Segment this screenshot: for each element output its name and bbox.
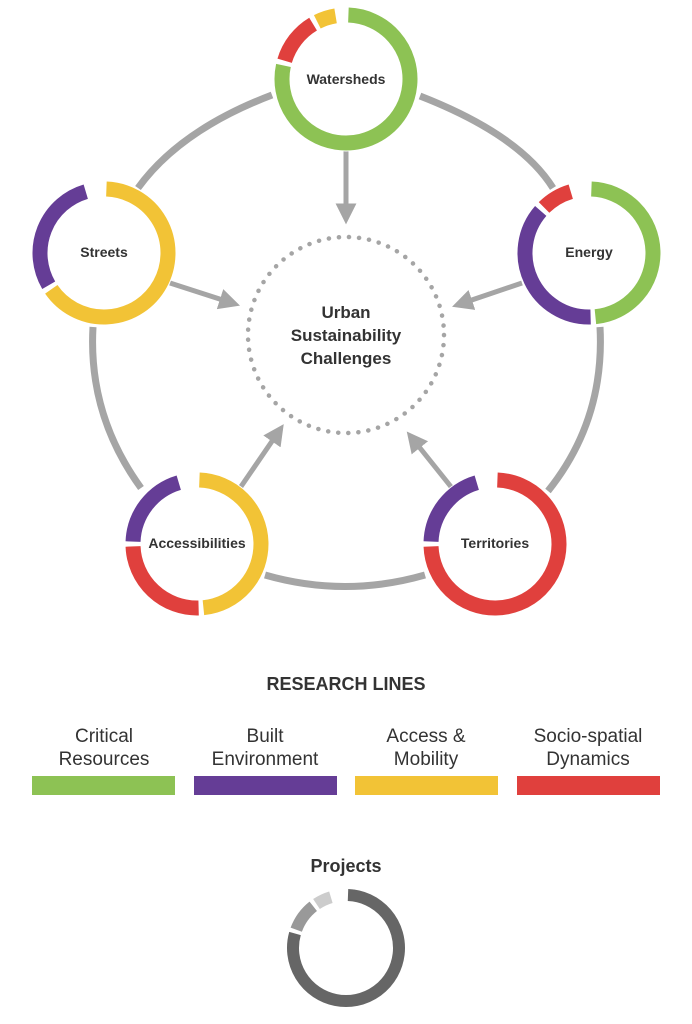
arrow-energy	[452, 280, 523, 310]
legend-access-mobility: Access & Mobility	[355, 726, 498, 795]
territories-segment-0	[423, 472, 567, 616]
projects-legend: Projects	[287, 856, 405, 1007]
watersheds-label: Watersheds	[307, 71, 386, 87]
streets-segment-0	[45, 181, 176, 325]
watersheds-ring	[273, 6, 419, 152]
node-accessibilities: Accessibilities	[124, 471, 270, 617]
node-watersheds: Watersheds	[273, 6, 419, 152]
center-dotted-circle	[245, 234, 447, 436]
legend-critical-resources-bar	[32, 776, 175, 795]
legend-built-environment-bar	[194, 776, 337, 795]
connector-accessibilities-streets	[89, 326, 144, 491]
arrow-streets	[169, 280, 240, 310]
legend-critical-resources-line2: Resources	[59, 749, 150, 770]
projects-segment-1	[290, 901, 318, 933]
node-territories: Territories	[422, 471, 568, 617]
legend-socio-spatial-line1: Socio-spatial	[534, 726, 643, 747]
energy-segment-1	[517, 206, 591, 325]
streets-ring-background	[31, 180, 177, 326]
territories-ring	[422, 471, 568, 617]
arrow-territories	[406, 431, 454, 490]
projects-segment-2	[313, 891, 333, 910]
watersheds-segment-2	[313, 8, 338, 29]
accessibilities-ring	[124, 471, 270, 617]
legend-critical-resources: Critical Resources	[32, 726, 175, 795]
accessibilities-ring-background	[124, 471, 270, 617]
research-lines-legend: RESEARCH LINES Critical Resources Built …	[32, 674, 660, 795]
connector-energy-territories	[545, 326, 604, 494]
connector-watersheds-energy	[418, 92, 556, 190]
accessibilities-segment-0	[198, 472, 269, 616]
center-title-line1: Urban	[321, 303, 370, 322]
projects-ring	[287, 889, 405, 1007]
streets-label: Streets	[80, 244, 128, 260]
legend-built-environment-line2: Environment	[212, 749, 319, 770]
projects-segment-0	[287, 889, 405, 1007]
arrow-accessibilities	[237, 424, 284, 490]
center-title-line3: Challenges	[301, 349, 392, 368]
node-energy: Energy	[516, 180, 662, 326]
watersheds-ring-background	[273, 6, 419, 152]
streets-segment-1	[32, 184, 89, 290]
accessibilities-segment-2	[125, 475, 182, 543]
research-lines-title: RESEARCH LINES	[266, 674, 425, 694]
connector-territories-accessibilities	[264, 571, 426, 590]
legend-access-mobility-line1: Access &	[386, 726, 466, 747]
legend-critical-resources-line1: Critical	[75, 726, 133, 747]
legend-built-environment-line1: Built	[247, 726, 285, 747]
node-streets: Streets	[31, 180, 177, 326]
legend-access-mobility-bar	[355, 776, 498, 795]
energy-label: Energy	[565, 244, 613, 260]
projects-title: Projects	[310, 856, 381, 876]
energy-segment-0	[590, 181, 661, 325]
territories-label: Territories	[461, 535, 529, 551]
watersheds-segment-1	[277, 17, 318, 64]
legend-built-environment: Built Environment	[194, 726, 337, 795]
energy-segment-2	[538, 184, 574, 214]
energy-ring-background	[516, 180, 662, 326]
energy-ring	[516, 180, 662, 326]
legend-socio-spatial-bar	[517, 776, 660, 795]
legend-socio-spatial-line2: Dynamics	[546, 749, 629, 770]
center-hub: Urban Sustainability Challenges	[245, 234, 447, 436]
territories-ring-background	[422, 471, 568, 617]
connector-streets-watersheds	[135, 91, 274, 191]
center-title-line2: Sustainability	[291, 326, 402, 345]
watersheds-segment-0	[274, 7, 418, 151]
outer-ring-connectors	[89, 91, 604, 590]
center-arrows	[169, 150, 523, 490]
legend-access-mobility-line2: Mobility	[394, 749, 459, 770]
legend-socio-spatial: Socio-spatial Dynamics	[517, 726, 660, 795]
accessibilities-label: Accessibilities	[148, 535, 245, 551]
accessibilities-segment-1	[125, 545, 199, 616]
streets-ring	[31, 180, 177, 326]
territories-segment-1	[423, 475, 480, 543]
